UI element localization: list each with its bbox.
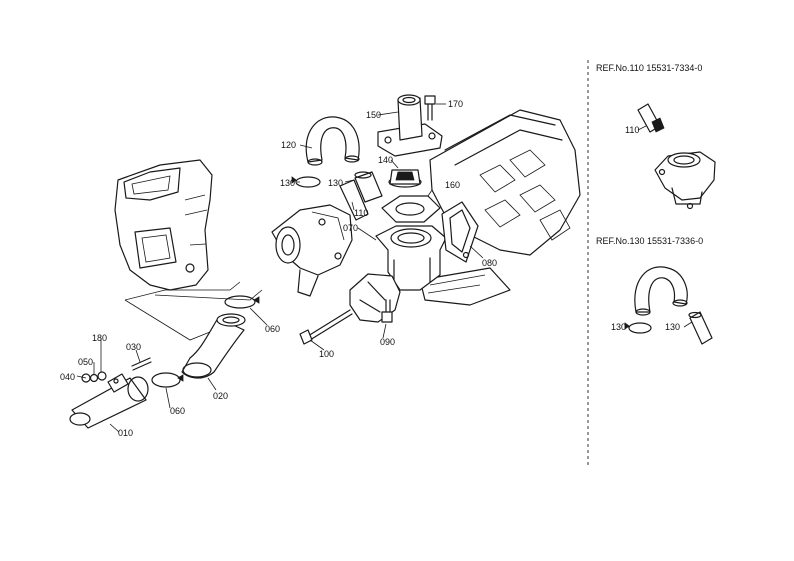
callout-140: 140 [378,155,393,165]
callout-130-left: 130 [280,178,295,188]
callout-180: 180 [92,333,107,343]
callout-090: 090 [380,337,395,347]
reference-inset-130: REF.No.130 15531-7336-0 130 130 [596,236,713,345]
water-pump [271,204,353,297]
callout-010: 010 [118,428,133,438]
callout-080: 080 [482,258,497,268]
reference-label-130-right: 130 [665,322,680,332]
water-pipe-010 [69,373,149,429]
gasket-160 [381,195,441,223]
engine-head-right [419,109,581,306]
callout-100: 100 [319,349,334,359]
callout-060-lower: 060 [170,406,185,416]
hose-clamp-060-upper [224,295,260,309]
leader-lines [76,103,484,433]
reference-inset-110: REF.No.110 15531-7334-0 110 [596,63,716,210]
thermostat-cover-150 [377,94,443,157]
gasket-080 [441,201,479,263]
hose-130-detail [624,266,713,345]
sensor-110-detail [637,103,716,210]
callout-060-upper: 060 [265,324,280,334]
callout-030: 030 [126,342,141,352]
bolt-090 [381,299,393,323]
hose-clamp-060-lower [151,372,184,388]
callout-170: 170 [448,99,463,109]
callout-120: 120 [281,140,296,150]
stud-030 [131,357,152,371]
callout-150: 150 [366,110,381,120]
callout-020: 020 [213,391,228,401]
reference-lines-left [124,281,263,341]
reference-label-130-left: 130 [611,322,626,332]
pipe-110 [339,179,369,221]
callout-labels: 010 020 030 040 050 060 060 070 080 090 … [60,99,497,438]
bolt-170 [424,95,436,121]
thermostat-140 [388,169,422,188]
bypass-hose-120 [305,116,360,166]
hose-clamp-130 [291,176,321,188]
engine-block-left [114,159,213,291]
callout-050: 050 [78,357,93,367]
reference-title-130: REF.No.130 15531-7336-0 [596,236,703,246]
bracket [349,273,401,323]
callout-110: 110 [354,208,368,218]
callout-160: 160 [445,180,460,190]
reference-label-110: 110 [625,125,639,135]
bolt-100 [299,309,353,345]
pipe-130 [354,171,383,203]
callout-070: 070 [343,223,358,233]
thermostat-housing-070 [375,225,447,291]
callout-040: 040 [60,372,75,382]
water-hose-020 [181,313,246,379]
reference-title-110: REF.No.110 15531-7334-0 [596,63,702,73]
callout-130-right: 130 [328,178,343,188]
